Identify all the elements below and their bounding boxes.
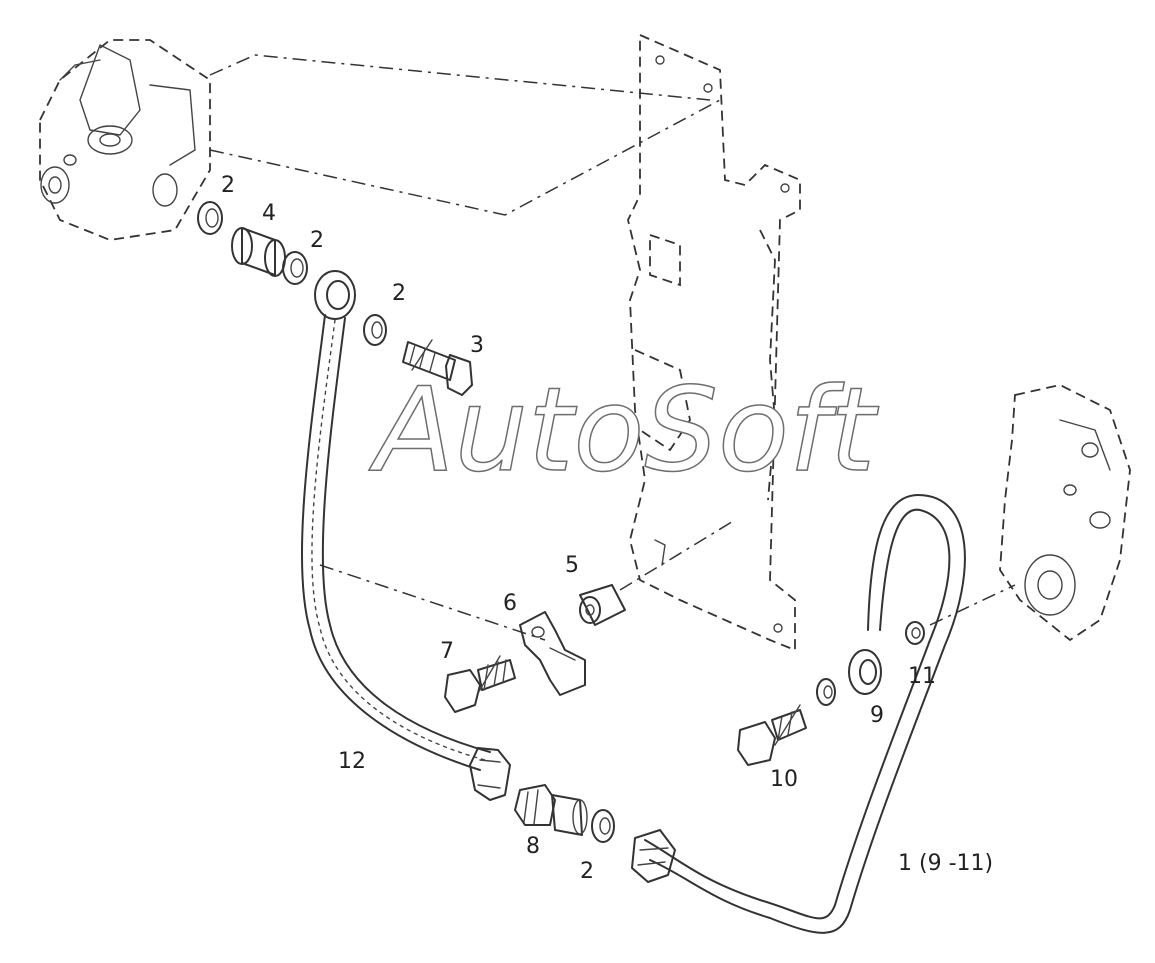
filter-head-housing: [39, 39, 211, 241]
flex-hose-12: [300, 314, 491, 771]
callout-labels: 2 4 2 2 3 5 6 7 12 8 2 10 9 11 1 (9 -11): [221, 173, 993, 884]
banjo-eye-9: [848, 649, 882, 695]
callout-4: 4: [262, 201, 276, 226]
spacer-4: [231, 227, 286, 277]
callout-10: 10: [770, 767, 798, 792]
clamp-6: [519, 611, 586, 696]
washer-11: [905, 621, 925, 645]
hose-nut-12: [469, 747, 511, 801]
callout-2d: 2: [580, 859, 594, 884]
washer-2-top: [197, 201, 223, 235]
callout-12: 12: [338, 749, 366, 774]
callout-8: 8: [526, 834, 540, 859]
callout-6: 6: [503, 591, 517, 616]
callout-2c: 2: [392, 281, 406, 306]
callout-9: 9: [870, 703, 884, 728]
clip-5: [579, 584, 626, 626]
washer-near-9: [816, 678, 836, 706]
right-filter-housing: [999, 384, 1131, 642]
banjo-bolt-3: [402, 339, 473, 396]
adapter-8: [514, 784, 588, 836]
callout-2a: 2: [221, 173, 235, 198]
banjo-fitting-12: [314, 270, 356, 320]
mounting-bracket: [627, 33, 801, 652]
washer-2-second: [282, 251, 308, 285]
callout-1: 1 (9 -11): [898, 851, 993, 876]
callout-3: 3: [470, 333, 484, 358]
fuel-pipe-1: [631, 494, 966, 934]
washer-2-bottom: [591, 809, 615, 843]
bolt-7: [444, 655, 516, 713]
leader-lines: [209, 54, 1016, 641]
callout-11: 11: [908, 664, 936, 689]
callout-2b: 2: [310, 228, 324, 253]
watermark-text: AutoSoft: [368, 363, 880, 498]
washer-2-third: [363, 314, 387, 346]
callout-5: 5: [565, 553, 579, 578]
bolt-10: [737, 704, 807, 766]
callout-7: 7: [440, 639, 454, 664]
